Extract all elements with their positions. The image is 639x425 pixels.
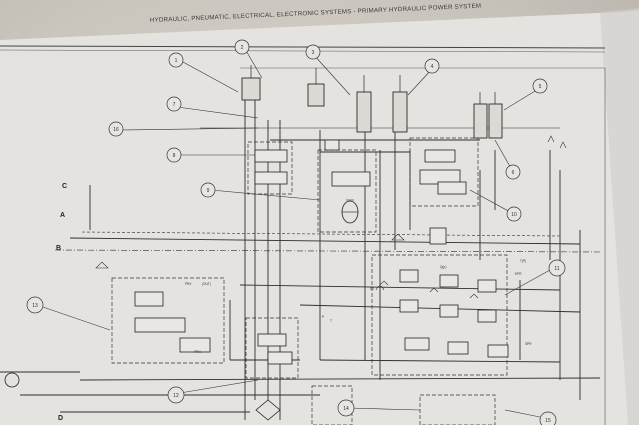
port-label: (OUT) xyxy=(202,282,211,286)
callout-12: 12 xyxy=(173,393,179,399)
callout-markers xyxy=(26,39,566,425)
callout-5: 5 xyxy=(539,84,542,90)
callout-8: 8 xyxy=(173,153,176,159)
callout-15: 15 xyxy=(545,418,551,424)
side-label-a: A xyxy=(60,212,65,219)
filter-symbol xyxy=(255,399,281,421)
callout-9: 9 xyxy=(207,188,210,194)
callout-1: 1 xyxy=(175,58,178,64)
pump-symbol xyxy=(4,372,20,388)
side-label-c: C xyxy=(62,183,67,190)
port-label: EPR xyxy=(515,272,522,276)
callout-2: 2 xyxy=(241,45,244,51)
actuator-cylinders xyxy=(241,77,503,139)
port-label: PRV xyxy=(185,282,192,286)
port-label: T(P) xyxy=(520,259,526,263)
top-border xyxy=(0,45,606,49)
port-label: Q(p) xyxy=(440,265,446,269)
callout-7: 7 xyxy=(173,102,176,108)
callout-16: 16 xyxy=(113,127,119,133)
port-label: PPN xyxy=(194,350,201,354)
side-label-d: D xyxy=(58,415,63,422)
port-label: T xyxy=(330,319,332,323)
callout-4: 4 xyxy=(431,64,434,70)
callout-13: 13 xyxy=(32,303,38,309)
port-label: SPR xyxy=(525,342,532,346)
leader-lines xyxy=(39,48,551,418)
paper xyxy=(0,10,639,425)
callout-6: 6 xyxy=(512,170,515,176)
port-label: P xyxy=(322,315,324,319)
port-label: P2 xyxy=(370,287,374,291)
callout-10: 10 xyxy=(511,212,517,218)
callout-11: 11 xyxy=(554,266,559,272)
callout-3: 3 xyxy=(312,50,315,56)
callout-14: 14 xyxy=(343,406,349,412)
valve-blocks xyxy=(134,139,509,365)
side-label-b: B xyxy=(56,245,61,252)
